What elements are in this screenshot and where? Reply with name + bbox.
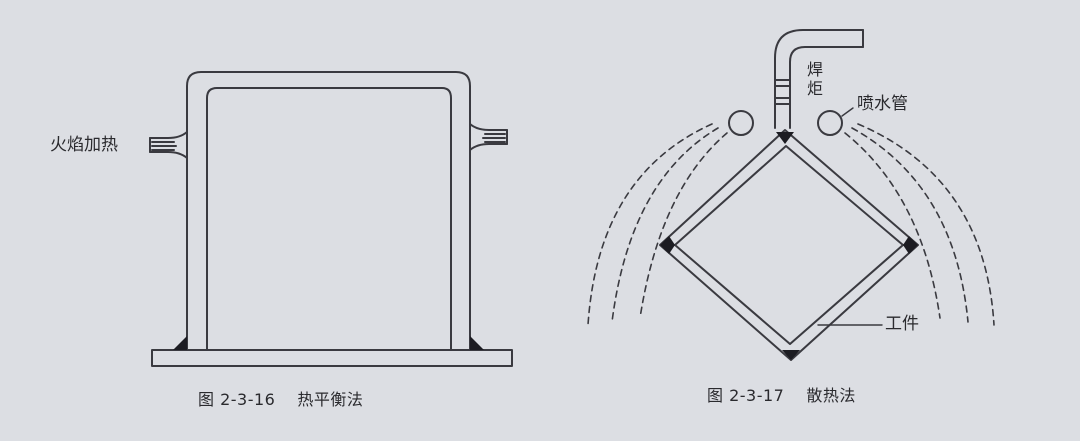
figure-16-number: 图 2-3-16 [198, 390, 276, 409]
flame-heating-label: 火焰加热 [50, 135, 118, 155]
spray-pipe-left [728, 110, 754, 136]
workpiece-label: 工件 [885, 314, 919, 334]
weld-bead-left [173, 336, 187, 350]
figure-16-title: 热平衡法 [297, 390, 364, 409]
base-plate [151, 349, 513, 367]
spray-pipe-right [817, 110, 843, 136]
weld-bead-right [470, 336, 484, 350]
weld-bead-left-corner [660, 236, 675, 254]
frame-outer [186, 71, 471, 351]
workpiece-inner [674, 145, 904, 345]
figure-17-number: 图 2-3-17 [707, 386, 785, 405]
torch-label-bottom: 炬 [806, 79, 823, 98]
spray-lines-left [587, 123, 728, 326]
welding-torch [774, 29, 864, 129]
left-flame-nozzle [149, 131, 188, 159]
torch-label-top: 焊 [806, 60, 823, 79]
frame-inner [206, 87, 452, 351]
weld-beads [173, 132, 918, 360]
weld-bead-bottom [782, 350, 800, 360]
torch-label: 焊 炬 [806, 60, 824, 98]
heat-dissipation-figure [587, 29, 995, 361]
spray-pipe-leader [841, 107, 854, 117]
spray-pipe-label: 喷水管 [857, 94, 908, 114]
figure-17-caption: 图 2-3-17 散热法 [707, 382, 856, 406]
heat-balance-figure [149, 71, 513, 367]
weld-bead-right-corner [903, 236, 918, 254]
right-flame-nozzle [469, 123, 508, 151]
figure-17-title: 散热法 [806, 386, 856, 405]
figure-16-caption: 图 2-3-16 热平衡法 [198, 386, 363, 410]
weld-bead-top [776, 132, 794, 144]
spray-lines-right [844, 123, 995, 326]
